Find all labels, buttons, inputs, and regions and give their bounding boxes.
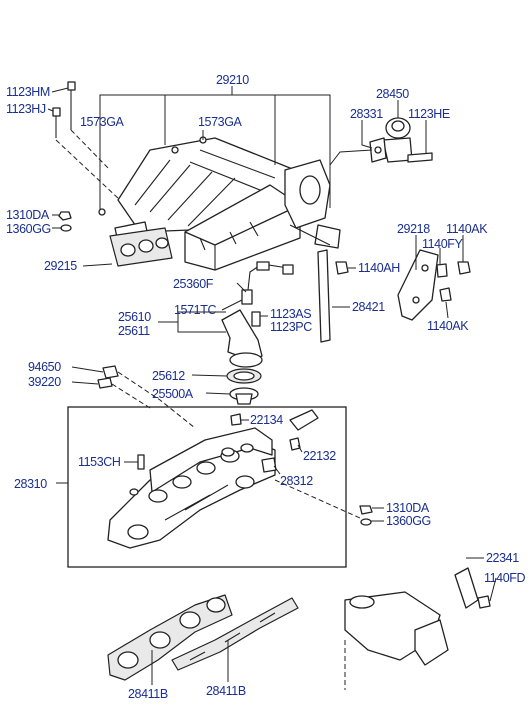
callout-28421: 28421 bbox=[352, 300, 385, 314]
callout-1310da-top: 1310DA bbox=[6, 208, 50, 222]
callout-22132: 22132 bbox=[303, 449, 336, 463]
callout-94650: 94650 bbox=[28, 360, 61, 374]
callout-22341: 22341 bbox=[486, 551, 519, 565]
callout-1360gg-top: 1360GG bbox=[6, 222, 51, 236]
callout-labels: 29210 1123HM 1123HJ 1573GA 1573GA 28450 … bbox=[6, 73, 526, 701]
callout-1573ga-left: 1573GA bbox=[80, 115, 125, 129]
lower-intake-manifold bbox=[107, 427, 276, 549]
callout-28450: 28450 bbox=[376, 87, 409, 101]
callout-1153ch: 1153CH bbox=[78, 455, 121, 469]
callout-25360f: 25360F bbox=[173, 277, 214, 291]
callout-28411b-right: 28411B bbox=[206, 684, 246, 698]
callout-25610: 25610 bbox=[118, 310, 151, 324]
gasket-29215 bbox=[109, 227, 173, 267]
callout-1123pc: 1123PC bbox=[270, 320, 312, 334]
part-28312 bbox=[261, 457, 277, 473]
lower-manifold-frame bbox=[67, 406, 347, 568]
engine-head-22341 bbox=[344, 567, 491, 690]
callout-1123hm: 1123HM bbox=[6, 85, 50, 99]
callout-1123as: 1123AS bbox=[270, 307, 311, 321]
sensor-25360f bbox=[241, 261, 294, 305]
thermostat-25500a bbox=[229, 387, 259, 405]
fitting-22132 bbox=[289, 409, 319, 451]
callout-1310da-bottom: 1310DA bbox=[386, 501, 430, 515]
callout-1123he: 1123HE bbox=[408, 107, 450, 121]
egr-valve-28450 bbox=[369, 117, 433, 163]
callout-28310: 28310 bbox=[14, 477, 47, 491]
callout-25500a: 25500A bbox=[152, 387, 194, 401]
gasket-28411b-right bbox=[171, 597, 299, 671]
nut-washer-bottom bbox=[359, 505, 373, 526]
gasket-28411b-left bbox=[107, 594, 233, 681]
callout-28312: 28312 bbox=[280, 474, 313, 488]
callout-25611: 25611 bbox=[118, 324, 150, 338]
plug-22134 bbox=[230, 413, 242, 426]
callout-1573ga-right: 1573GA bbox=[198, 115, 243, 129]
callout-28331: 28331 bbox=[350, 107, 383, 121]
callout-29210: 29210 bbox=[216, 73, 249, 87]
callout-1140ah: 1140AH bbox=[358, 261, 400, 275]
bolts-1123 bbox=[52, 81, 121, 201]
water-outlet-25610 bbox=[221, 309, 263, 368]
callout-29215: 29215 bbox=[44, 259, 77, 273]
callout-22134: 22134 bbox=[250, 413, 283, 427]
callout-1140fy: 1140FY bbox=[422, 237, 464, 251]
callout-29218: 29218 bbox=[397, 222, 430, 236]
bolt-1140ah bbox=[335, 261, 349, 275]
callout-1140ak-top: 1140AK bbox=[446, 222, 488, 236]
callout-1360gg-bottom: 1360GG bbox=[386, 514, 431, 528]
gasket-25612 bbox=[226, 368, 262, 384]
callout-39220: 39220 bbox=[28, 375, 61, 389]
callout-1571tc: 1571TC bbox=[174, 303, 216, 317]
callout-1140ak-bottom: 1140AK bbox=[427, 319, 469, 333]
stud-1153ch bbox=[129, 454, 145, 496]
bracket-29218 bbox=[397, 249, 471, 321]
callout-28411b-left: 28411B bbox=[128, 687, 168, 701]
leader-lines bbox=[47, 86, 497, 685]
bracket-28421 bbox=[289, 224, 331, 343]
callout-1123hj: 1123HJ bbox=[6, 102, 46, 116]
callout-25612: 25612 bbox=[152, 369, 185, 383]
callout-1140fd: 1140FD bbox=[484, 571, 526, 585]
sensors-94650-39220 bbox=[97, 365, 196, 429]
